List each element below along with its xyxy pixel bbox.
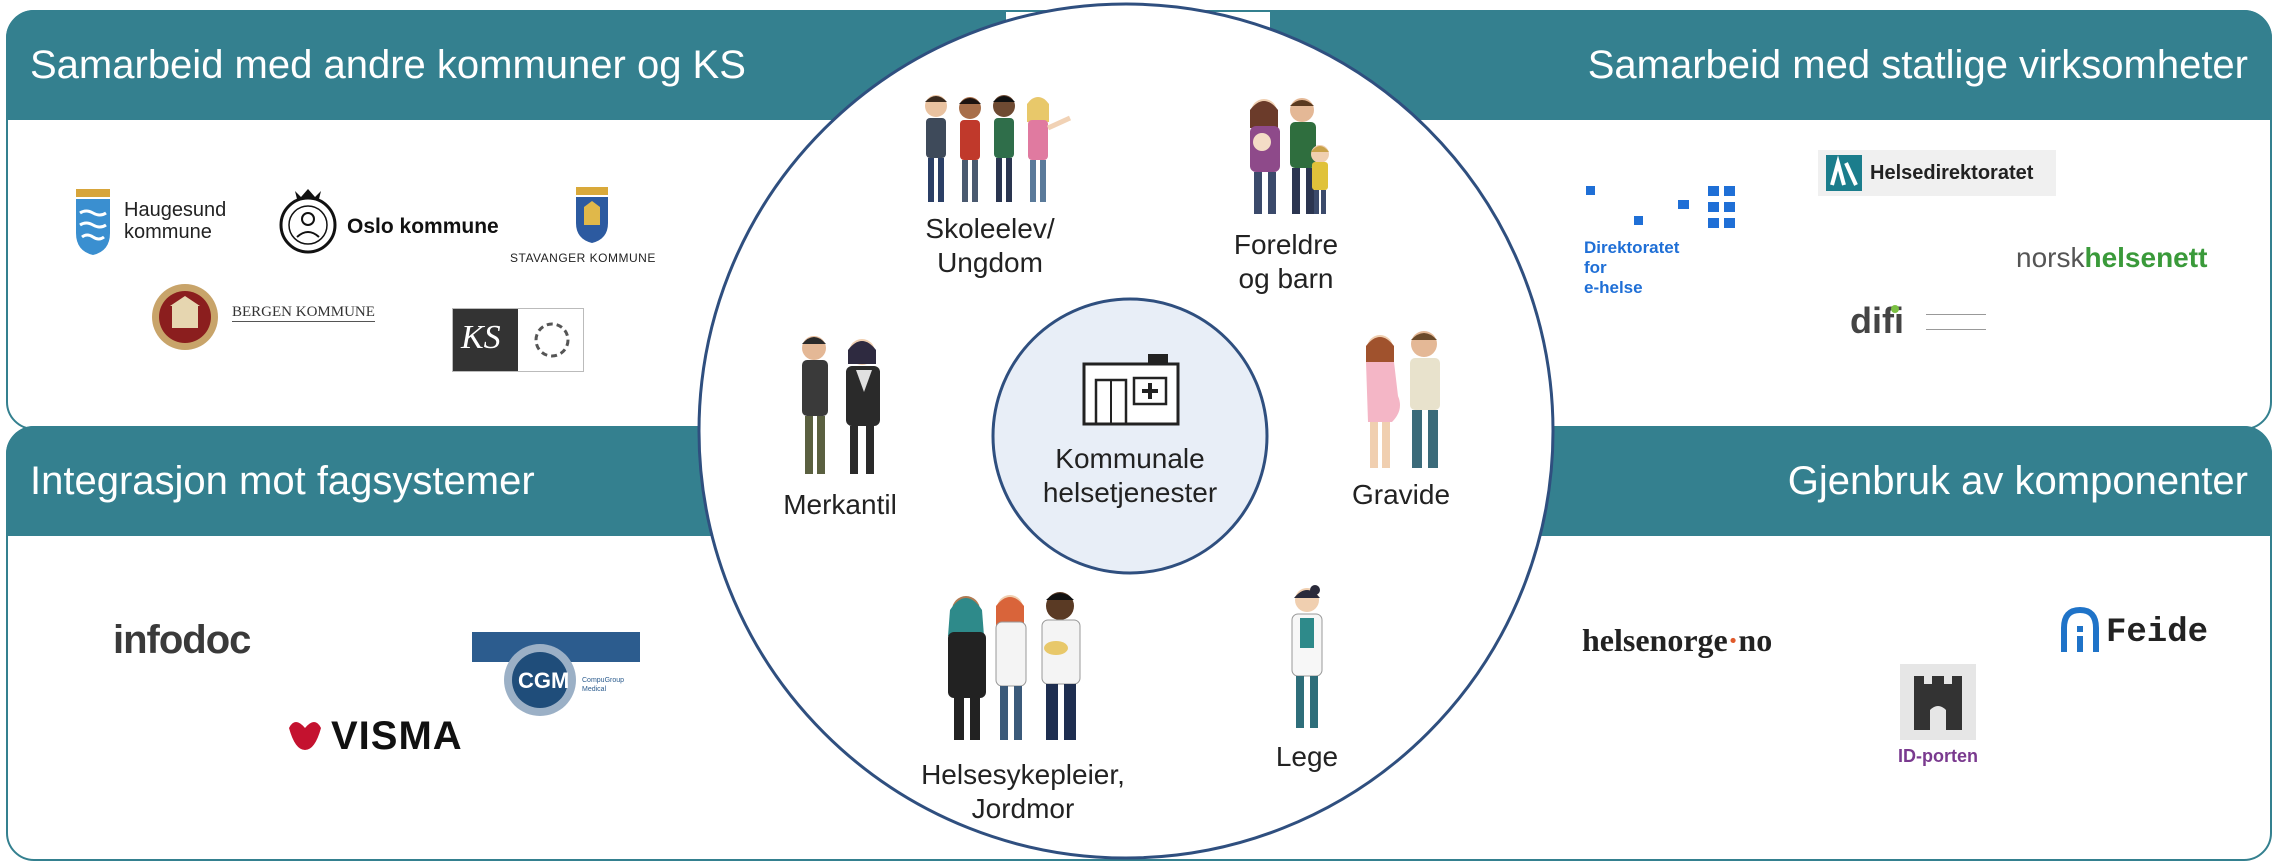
cgm-logo: CGM CompuGroup Medical xyxy=(472,632,640,720)
ks-chain-icon xyxy=(534,322,570,358)
pregnant-group-illustration xyxy=(1366,331,1440,468)
stavanger-crest-icon xyxy=(576,187,608,243)
student-group-illustration xyxy=(925,95,1072,202)
helsenorge-dot: · xyxy=(1727,622,1739,658)
helsenorge-tld: no xyxy=(1738,622,1773,658)
ehelse-logo-text: Direktoratet for e-helse xyxy=(1584,238,1680,297)
partner xyxy=(1410,331,1440,468)
nhn-text-part2: helsenett xyxy=(2084,242,2208,273)
top-left-header: Samarbeid med andre kommuner og KS xyxy=(6,10,1006,120)
clerical-person-2 xyxy=(846,339,880,474)
section-title-top-left: Samarbeid med andre kommuner og KS xyxy=(30,42,746,87)
label-merkantil: Merkantil xyxy=(783,489,897,520)
center-circle xyxy=(991,297,1269,575)
label-foreldre: Foreldre og barn xyxy=(1233,229,1339,294)
norsk-helsenett-logo: norskhelsenett xyxy=(2016,242,2207,274)
nurse-2 xyxy=(995,595,1027,740)
feide-icon xyxy=(2061,606,2099,652)
nurse-group-illustration xyxy=(948,592,1081,740)
idporten-logo: ID-porten xyxy=(1896,664,1996,772)
pregnant-woman xyxy=(1366,335,1400,468)
nurse-1 xyxy=(948,596,986,740)
section-title-bottom-right: Gjenbruk av komponenter xyxy=(1787,458,2248,503)
clerical-group-illustration xyxy=(802,336,880,474)
center-label: Kommunale helsetjenester xyxy=(1042,443,1218,508)
difi-small-text xyxy=(1926,314,1986,330)
helsedirektoratet-logo-text: Helsedirektoratet xyxy=(1870,162,2034,184)
helsedirektoratet-icon xyxy=(1826,155,1862,191)
cgm-logo-text: CGM xyxy=(518,668,570,693)
difi-dot-icon xyxy=(1891,305,1899,313)
label-helsesykepleier: Helsesykepleier, Jordmor xyxy=(921,759,1125,824)
label-lege: Lege xyxy=(1275,741,1339,772)
ks-logo: KS xyxy=(452,308,584,372)
haugesund-logo-text: Haugesund kommune xyxy=(124,199,227,243)
student-2 xyxy=(959,97,981,202)
infodoc-logo: infodoc xyxy=(113,618,251,662)
top-right-header: Samarbeid med statlige virksomheter xyxy=(1270,10,2272,120)
cgm-circle-icon xyxy=(504,644,576,716)
clerical-person-1 xyxy=(802,336,828,474)
ks-logo-text: KS xyxy=(461,319,501,356)
parents-group-illustration xyxy=(1250,98,1329,214)
nurse-3 xyxy=(1041,592,1081,740)
student-3 xyxy=(993,95,1015,202)
visma-logo-text: VISMA xyxy=(331,714,463,758)
idporten-logo-text: ID-porten xyxy=(1898,746,1978,766)
helsenorge-logo: helsenorge·no xyxy=(1582,622,1772,659)
parent-1 xyxy=(1250,99,1280,214)
label-skoleelev: Skoleelev/ Ungdom xyxy=(925,213,1055,278)
health-clinic-icon xyxy=(1082,354,1180,426)
ks-logo-box xyxy=(453,309,518,371)
section-title-top-right: Samarbeid med statlige virksomheter xyxy=(1587,42,2248,87)
oslo-logo-text: Oslo kommune xyxy=(347,215,499,238)
section-title-bottom-left: Integrasjon mot fagsystemer xyxy=(30,458,535,503)
oslo-seal-icon xyxy=(279,189,337,254)
bergen-logo-text: BERGEN KOMMUNE xyxy=(232,304,375,322)
idporten-castle-icon xyxy=(1900,664,1976,740)
helsedirektoratet-logo: Helsedirektoratet xyxy=(1818,150,2056,196)
student-4 xyxy=(1027,97,1072,202)
ehelse-dots-icon xyxy=(1586,186,1735,228)
visma-icon xyxy=(289,722,321,750)
stavanger-logo-text: STAVANGER KOMMUNE xyxy=(510,251,656,265)
helsenorge-text: helsenorge xyxy=(1582,622,1728,658)
haugesund-crest-icon xyxy=(76,189,110,255)
feide-logo-text: Feide xyxy=(2106,614,2209,652)
nhn-text-part1: norsk xyxy=(2016,242,2085,273)
bergen-seal-icon xyxy=(152,284,218,350)
student-1 xyxy=(925,95,947,202)
label-gravide: Gravide xyxy=(1351,479,1451,510)
doctor-illustration xyxy=(1291,585,1323,728)
stavanger-logo: STAVANGER KOMMUNE xyxy=(510,185,675,267)
parent-2 xyxy=(1290,98,1316,214)
cgm-sub-text: CompuGroup Medical xyxy=(582,677,625,693)
child xyxy=(1311,145,1329,214)
